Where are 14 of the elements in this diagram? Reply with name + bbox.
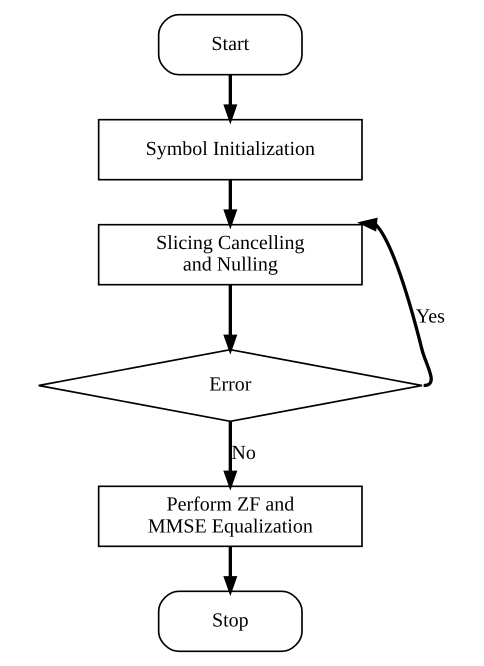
arrow	[356, 218, 433, 388]
node-box: Start	[158, 14, 303, 76]
edge-label: No	[231, 442, 256, 464]
node-box: Stop	[158, 590, 303, 652]
node-box: Perform ZF and MMSE Equalization	[98, 486, 363, 548]
arrow	[223, 421, 238, 491]
edge-label: Yes	[416, 305, 445, 328]
node-box: Slicing Cancelling and Nulling	[98, 224, 363, 286]
arrow	[223, 180, 238, 230]
arrow	[223, 75, 238, 124]
arrow	[223, 546, 238, 596]
node-diamond: Error	[38, 348, 423, 422]
node-box: Symbol Initialization	[98, 118, 363, 180]
arrow	[223, 285, 238, 355]
